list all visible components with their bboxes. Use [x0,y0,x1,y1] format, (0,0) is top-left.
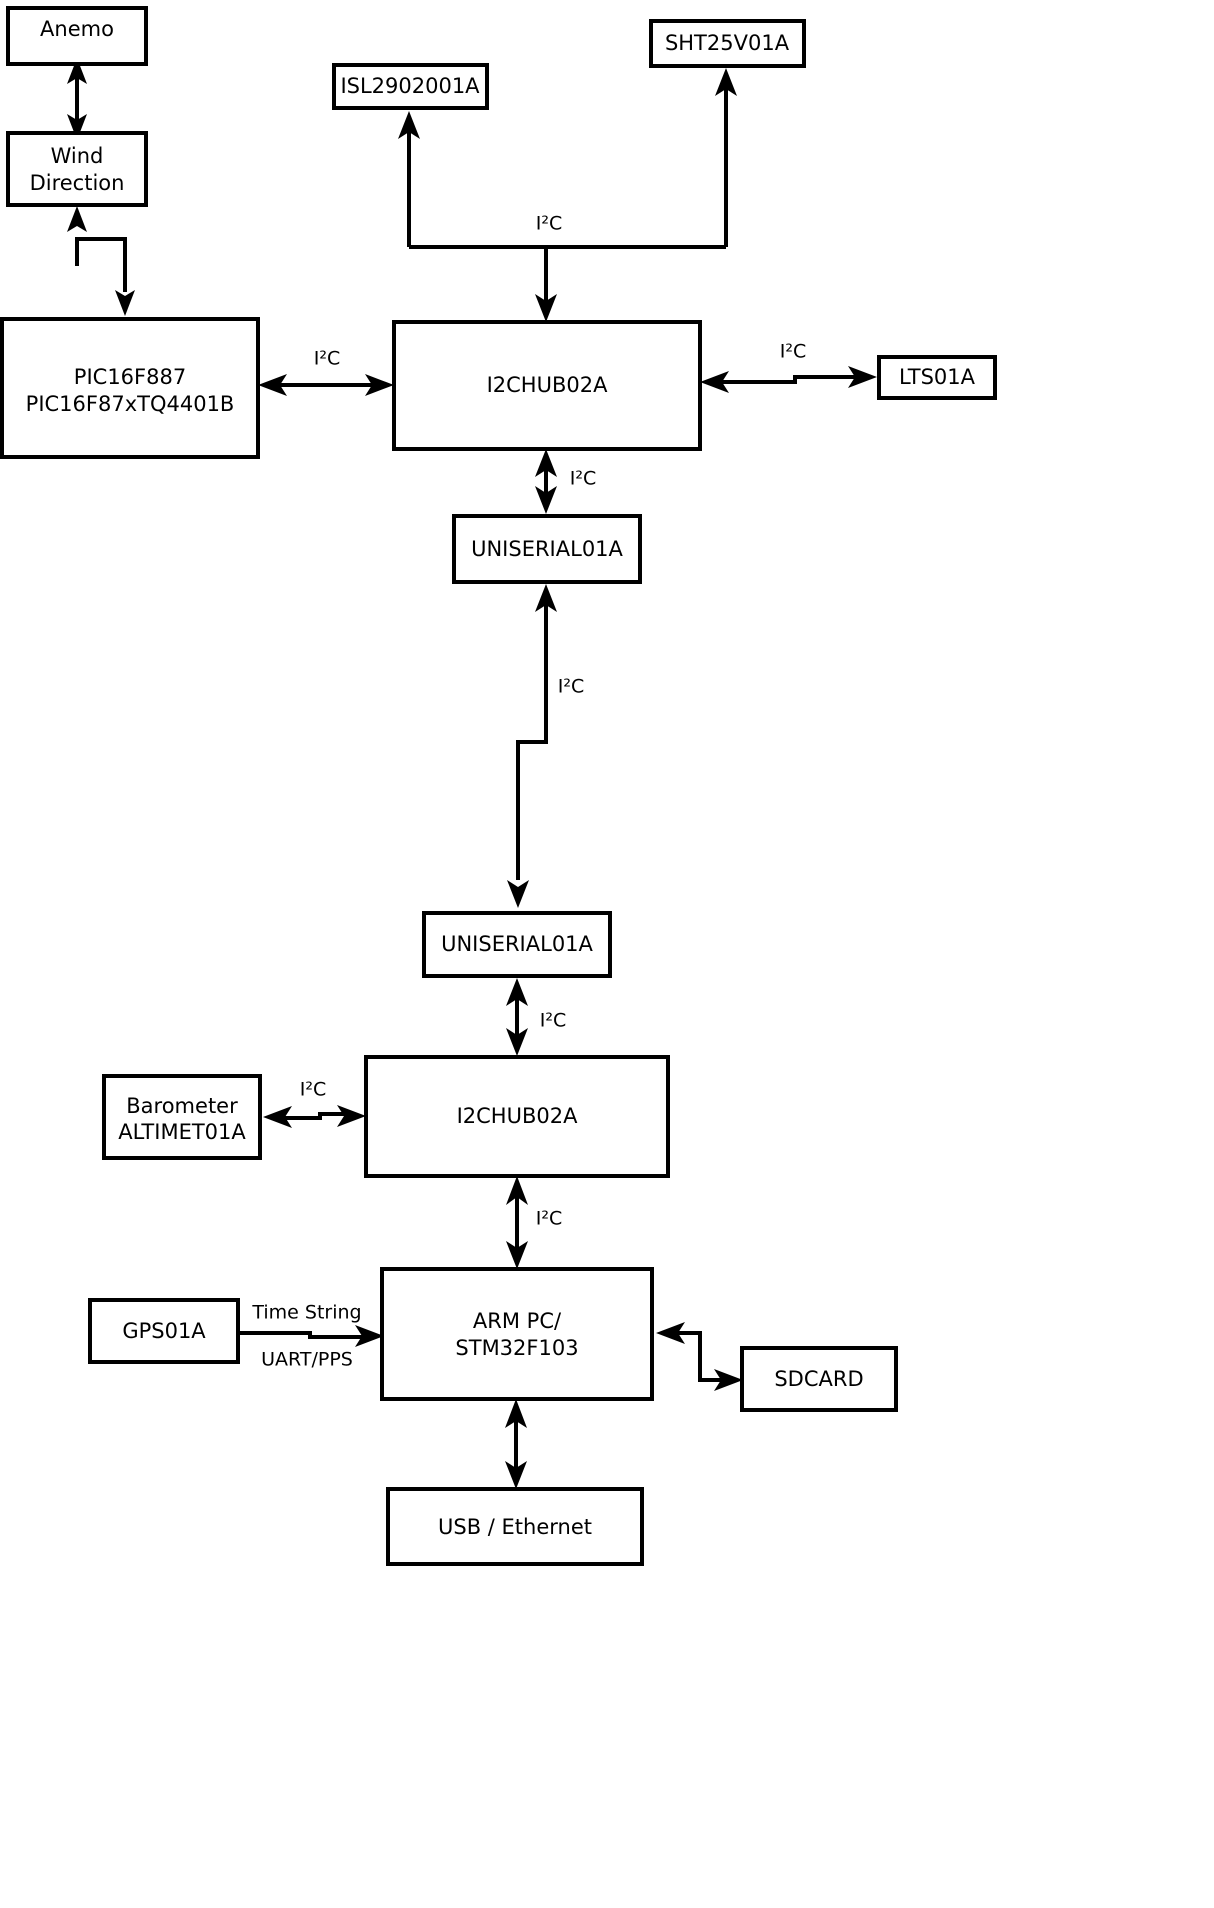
edge-label-gps-arm-uart-pps: UART/PPS [261,1349,353,1371]
block-uniserial01a-top-rect[interactable] [454,516,640,582]
edge-label-hub-lts-i2c: I²C [780,341,807,363]
block-uniserial01a-top[interactable]: UNISERIAL01A [454,516,640,582]
block-i2chub02a-top-label: I2CHUB02A [487,373,609,397]
block-isl2902001a-rect[interactable] [334,65,487,108]
block-uniserial01a-bottom-rect[interactable] [424,913,610,976]
block-lts01a-rect[interactable] [879,357,995,398]
block-wind-direction[interactable]: Wind Direction [8,133,146,205]
block-anemo-rect[interactable] [8,8,146,64]
block-lts01a-label: LTS01A [899,365,976,389]
edge-label-uniserial-uniserial-i2c: I²C [558,676,585,698]
connection-uniserial-top-uniserial-bottom [507,584,557,908]
block-arm-pc-rect[interactable] [382,1269,652,1399]
edge-label-pic-hub-i2c: I²C [314,348,341,370]
block-barometer-label-line1: Barometer [126,1094,238,1118]
connection-hub-bottom-arm [506,1176,528,1269]
block-i2chub02a-bottom-label: I2CHUB02A [457,1104,579,1128]
block-barometer-label-line2: ALTIMET01A [118,1120,246,1144]
block-wind-direction-label-line1: Wind [51,144,104,168]
block-uniserial01a-top-label: UNISERIAL01A [471,537,623,561]
block-arm-pc-label-line2: STM32F103 [455,1336,578,1360]
block-uniserial01a-bottom[interactable]: UNISERIAL01A [424,913,610,976]
block-usb-ethernet[interactable]: USB / Ethernet [388,1489,642,1564]
edge-label-barometer-hub-i2c: I²C [300,1079,327,1101]
block-wind-direction-label-line2: Direction [30,171,125,195]
block-isl2902001a-label: ISL2902001A [340,74,480,98]
block-i2chub02a-top-rect[interactable] [394,322,700,449]
block-sdcard-label: SDCARD [774,1367,863,1391]
block-usb-ethernet-rect[interactable] [388,1489,642,1564]
edge-label-uniserial-hub-i2c: I²C [540,1010,567,1032]
connection-barometer-hub-bottom [263,1105,366,1128]
block-sht25v01a-label: SHT25V01A [665,31,790,55]
connection-uniserial-bottom-hub-bottom [506,978,528,1056]
block-gps01a-label: GPS01A [122,1319,206,1343]
connection-arm-usb [505,1399,527,1489]
block-gps01a-rect[interactable] [90,1300,238,1362]
block-barometer-altimet01a[interactable]: Barometer ALTIMET01A [104,1076,260,1158]
block-anemo[interactable]: Anemo [8,8,146,64]
block-gps01a[interactable]: GPS01A [90,1300,238,1362]
connection-arm-sdcard [656,1322,743,1391]
edge-label-gps-arm-time-string: Time String [251,1302,361,1324]
block-sht25v01a[interactable]: SHT25V01A [651,21,804,66]
connection-i2c-bus-top [398,68,737,322]
block-wind-direction-rect[interactable] [8,133,146,205]
block-pic16f887-rect[interactable] [2,319,258,457]
block-pic16f887-label-line2: PIC16F87xTQ4401B [26,392,235,416]
block-sdcard[interactable]: SDCARD [742,1348,896,1410]
block-anemo-label: Anemo [40,17,114,41]
connection-hub-top-lts [700,366,877,393]
connection-gps-arm [240,1325,384,1347]
edge-label-bus-top-i2c: I²C [536,213,563,235]
block-uniserial01a-bottom-label: UNISERIAL01A [441,932,593,956]
edge-label-hub-arm-i2c: I²C [536,1208,563,1230]
block-sht25v01a-rect[interactable] [651,21,804,66]
connection-anemo-wind [67,58,87,140]
block-arm-pc[interactable]: ARM PC/ STM32F103 [382,1269,652,1399]
block-isl2902001a[interactable]: ISL2902001A [334,65,487,108]
connection-hub-top-uniserial-top [535,449,557,514]
block-sdcard-rect[interactable] [742,1348,896,1410]
block-arm-pc-label-line1: ARM PC/ [473,1309,562,1333]
block-i2chub02a-bottom-rect[interactable] [366,1057,668,1176]
block-pic16f887[interactable]: PIC16F887 PIC16F87xTQ4401B [2,319,258,457]
edge-label-hub-uniserial-i2c: I²C [570,468,597,490]
block-barometer-altimet01a-rect[interactable] [104,1076,260,1158]
block-usb-ethernet-label: USB / Ethernet [438,1515,592,1539]
block-pic16f887-label-line1: PIC16F887 [74,365,186,389]
connection-pic-wind [67,206,135,316]
connection-pic-hub-top [258,374,394,396]
block-i2chub02a-top[interactable]: I2CHUB02A [394,322,700,449]
block-lts01a[interactable]: LTS01A [879,357,995,398]
block-i2chub02a-bottom[interactable]: I2CHUB02A [366,1057,668,1176]
